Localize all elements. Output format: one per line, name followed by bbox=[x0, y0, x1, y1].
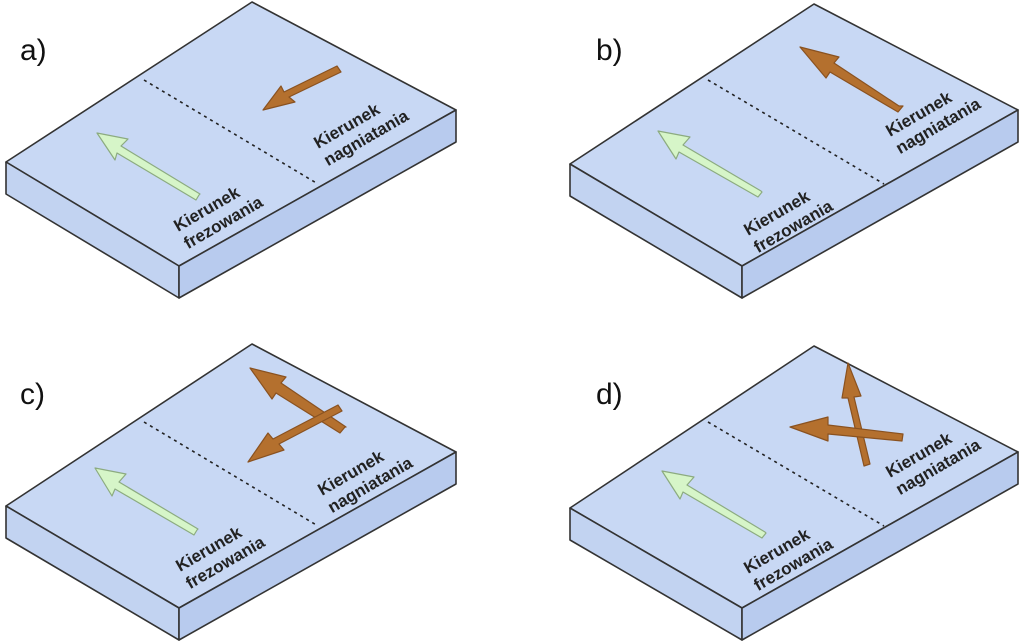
panel-label-d: d) bbox=[596, 378, 623, 411]
milling-direction-arrow bbox=[657, 130, 763, 198]
panel-c: c) Kierunek frezowania Kierunek nagniata… bbox=[5, 343, 457, 641]
panel-label-b: b) bbox=[596, 34, 623, 67]
section-divider bbox=[143, 421, 319, 527]
panel-label-c: c) bbox=[20, 378, 45, 411]
section-divider bbox=[707, 79, 885, 185]
section-divider bbox=[707, 421, 885, 527]
panel-label-a: a) bbox=[20, 34, 47, 67]
slab-right-face bbox=[178, 109, 457, 299]
burnishing-direction-arrow-1 bbox=[841, 362, 871, 467]
panel-a: a) Kierunek frezowania Kierunek nagniata… bbox=[5, 1, 457, 299]
milling-direction-arrow bbox=[94, 467, 199, 536]
slab-right-face bbox=[178, 451, 457, 641]
panel-b: b) Kierunek frezowania Kierunek nagniata… bbox=[569, 3, 1019, 299]
milling-direction-arrow bbox=[661, 470, 767, 539]
slab-right-face bbox=[741, 109, 1019, 299]
burnishing-direction-arrow-2 bbox=[789, 416, 904, 442]
panel-d: d) Kierunek frezowania Kierunek nagniata… bbox=[569, 345, 1019, 641]
burnishing-direction-arrow bbox=[262, 65, 342, 111]
slab-right-face bbox=[741, 451, 1019, 641]
milling-direction-arrow bbox=[96, 132, 201, 201]
burnishing-direction-arrow-2 bbox=[247, 404, 343, 463]
burnishing-direction-arrow bbox=[799, 46, 904, 113]
section-divider bbox=[143, 79, 319, 185]
